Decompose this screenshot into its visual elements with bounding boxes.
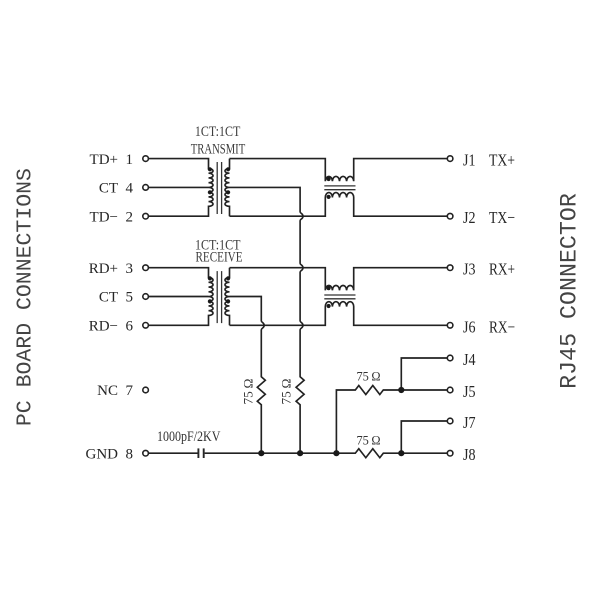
svg-text:RD−: RD− [89, 319, 118, 335]
svg-text:1: 1 [126, 152, 134, 168]
svg-text:GND: GND [86, 446, 119, 462]
svg-text:TD−: TD− [90, 209, 118, 225]
svg-text:RX−: RX− [489, 317, 515, 336]
svg-text:4: 4 [126, 181, 134, 197]
svg-text:NC: NC [97, 383, 118, 399]
svg-text:RD+: RD+ [89, 261, 118, 277]
svg-text:J3: J3 [463, 260, 476, 279]
svg-text:1CT:1CT: 1CT:1CT [195, 237, 241, 253]
svg-text:J4: J4 [463, 350, 476, 369]
svg-text:3: 3 [126, 261, 134, 277]
svg-text:PC BOARD CONNECTIONS: PC BOARD CONNECTIONS [14, 168, 38, 426]
svg-text:5: 5 [126, 290, 134, 306]
svg-text:TRANSMIT: TRANSMIT [191, 142, 246, 158]
svg-text:CT: CT [99, 290, 118, 306]
svg-text:RX+: RX+ [489, 260, 515, 279]
svg-text:J7: J7 [463, 413, 476, 432]
svg-text:75 Ω: 75 Ω [357, 434, 381, 448]
svg-text:75 Ω: 75 Ω [279, 379, 294, 405]
svg-text:TX+: TX+ [489, 151, 515, 170]
svg-text:1000pF/2KV: 1000pF/2KV [157, 429, 221, 445]
svg-text:1CT:1CT: 1CT:1CT [195, 124, 241, 140]
svg-text:J8: J8 [463, 445, 476, 464]
svg-text:J5: J5 [463, 382, 476, 401]
svg-text:J2: J2 [463, 208, 476, 227]
svg-text:RJ45 CONNECTOR: RJ45 CONNECTOR [557, 193, 583, 389]
svg-text:7: 7 [126, 383, 134, 399]
svg-text:RECEIVE: RECEIVE [196, 250, 243, 266]
svg-text:2: 2 [126, 209, 134, 225]
svg-text:6: 6 [126, 319, 134, 335]
svg-text:8: 8 [126, 446, 134, 462]
svg-text:J6: J6 [463, 317, 476, 336]
svg-text:J1: J1 [463, 151, 476, 170]
svg-text:CT: CT [99, 181, 118, 197]
svg-text:TX−: TX− [489, 208, 515, 227]
svg-text:TD+: TD+ [90, 152, 118, 168]
svg-text:75 Ω: 75 Ω [357, 370, 381, 384]
svg-text:75 Ω: 75 Ω [241, 379, 256, 405]
